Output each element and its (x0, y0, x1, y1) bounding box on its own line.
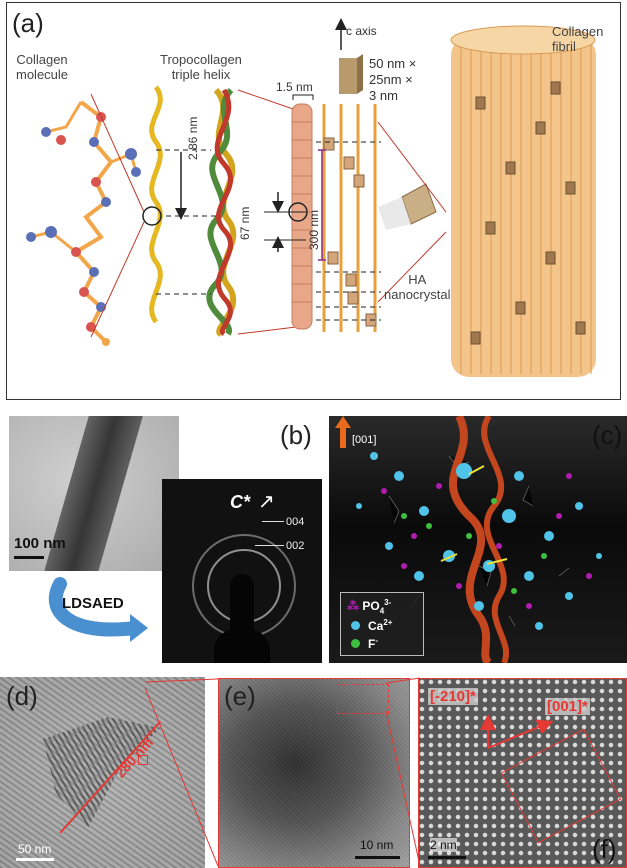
panel-b-scale-bar (14, 556, 44, 559)
ring-002-label: 002 (286, 540, 305, 552)
collagen-molecule-label: Collagen molecule (16, 52, 69, 82)
legend-f-sup: - (375, 636, 379, 645)
zoom-marker-e (337, 684, 389, 714)
ha-crystal-zoom (378, 183, 437, 230)
c-star-label: C* (230, 492, 251, 512)
panel-b-saed-pattern (162, 479, 322, 663)
direction-001-star-label: [001]* (545, 698, 590, 715)
legend-ca-sup: 2+ (383, 618, 393, 627)
legend-po4: ⁂ PO43- (347, 598, 391, 615)
zoom-lines-d-e (144, 678, 219, 867)
c-axis-label: c axis (346, 24, 377, 38)
panel-e-hrtem-image (218, 678, 410, 868)
ring-004-label: 004 (286, 516, 305, 528)
po4-icon: ⁂ (347, 599, 359, 613)
panel-a-label: (a) (12, 8, 44, 38)
ldsaed-curved-arrow-icon (48, 577, 148, 642)
tropocollagen-single-chain (149, 85, 163, 324)
legend-po4-sup: 3- (384, 598, 392, 607)
zoom-marker-d (138, 755, 148, 765)
d-300nm-label: 300 nm (307, 209, 321, 250)
panel-e-scale-label: 10 nm (360, 838, 394, 852)
panel-d-label: (d) (6, 681, 38, 711)
direction-210-label: [-210]* (428, 688, 478, 705)
legend-ca: Ca2+ (351, 618, 392, 633)
direction-arrow-icon (335, 416, 351, 428)
panel-d-tem-image (0, 677, 205, 868)
ring-004-pointer (262, 521, 284, 522)
panel-b-tem-image (9, 416, 179, 571)
panel-d-scale-label: 50 nm (18, 842, 52, 856)
d-2-86nm-label: 2.86 nm (186, 116, 200, 160)
ion-legend: ⁂ PO43- Ca2+ F- (340, 592, 424, 656)
panel-b-scale-label: 100 nm (14, 535, 66, 552)
c-star-arrow-icon: ↗ (258, 491, 275, 513)
panel-d-scale-bar (16, 858, 54, 861)
panel-f-label: (f) (592, 834, 617, 864)
collagen-molecule-model (26, 100, 141, 346)
d-1-5nm-label: 1.5 nm (276, 80, 313, 94)
lattice-direction-arrows (480, 714, 554, 749)
panel-f-scale-label: 2 nm (430, 838, 457, 852)
legend-f: F- (351, 636, 378, 651)
direction-001-label: [001] (352, 434, 377, 446)
zoom-circle (142, 206, 162, 226)
crystal-dims-label: 50 nm × 25nm × 3 nm (369, 56, 417, 103)
panel-f-scale-bar (428, 856, 466, 859)
f-icon (351, 639, 360, 648)
legend-f-text: F (368, 637, 376, 651)
tropocollagen-label: Tropocollagen triple helix (160, 52, 242, 82)
panel-e-scale-bar (355, 856, 400, 859)
ca-icon (351, 621, 360, 630)
collagen-fibril-bundle (450, 25, 596, 377)
ring-002-pointer (255, 545, 284, 546)
d-67nm-label: 67 nm (238, 206, 252, 240)
direction-arrow-shaft (340, 426, 346, 448)
panel-f-lattice-image (418, 678, 627, 868)
molecular-structure (356, 416, 602, 663)
zoom-lines-e-f (385, 677, 421, 867)
ha-nanocrystal-label: HA nanocrystal (384, 272, 451, 302)
ha-crystal-block (339, 54, 363, 94)
panel-c-label: (c) (592, 420, 623, 450)
segmented-rod (291, 103, 313, 330)
staggered-array (316, 104, 381, 332)
triple-helix (206, 87, 237, 337)
legend-po4-sub: 4 (379, 606, 385, 616)
collagen-fibril-label: Collagen fibril (552, 24, 604, 54)
panel-e-label: (e) (224, 681, 256, 711)
panel-a-diagram (26, 18, 596, 377)
legend-ca-text: Ca (368, 619, 384, 633)
legend-po4-text: PO (362, 599, 380, 613)
panel-b-label: (b) (280, 420, 312, 450)
ldsaed-label: LDSAED (62, 595, 124, 612)
